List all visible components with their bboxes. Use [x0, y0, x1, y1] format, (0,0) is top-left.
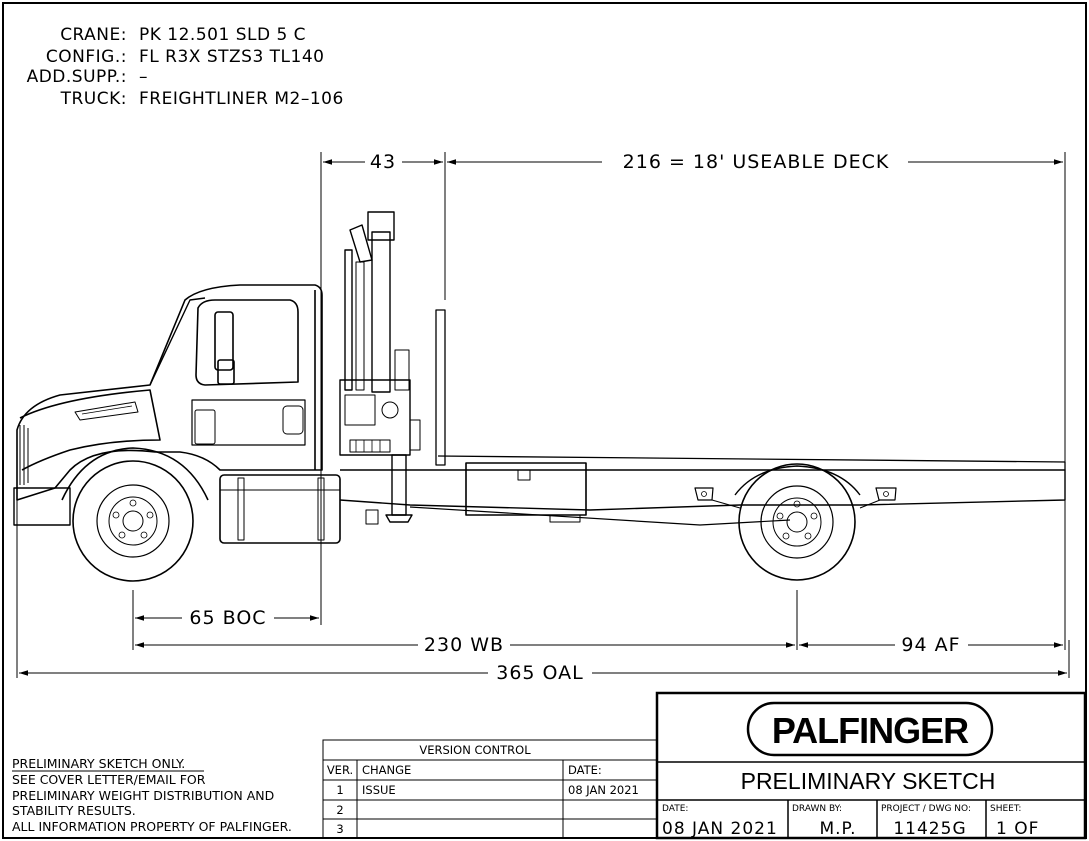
dim-boc: 65 BOC: [189, 607, 266, 629]
front-bumper: [13, 487, 71, 526]
rear-suspension: [694, 487, 897, 509]
title-block-text: PALFINGER PRELIMINARY SKETCH DATE: 08 JA…: [662, 710, 1039, 839]
toolbox: [465, 462, 587, 516]
sheet-label: SHEET:: [990, 804, 1021, 814]
hood-vent: [74, 401, 139, 421]
vc-header-ver: VER.: [327, 763, 353, 777]
cab-outline: [16, 284, 323, 501]
config-value: FL R3X STZS3 TL140: [139, 47, 324, 67]
crane: [339, 211, 421, 525]
vc-row1-ver: 1: [336, 783, 343, 797]
flat-deck: [437, 455, 1066, 470]
sketch-title: PRELIMINARY SKETCH: [741, 768, 996, 794]
header-info: CRANE: PK 12.501 SLD 5 C CONFIG.: FL R3X…: [27, 25, 344, 109]
date-label: DATE:: [662, 804, 688, 814]
notes: PRELIMINARY SKETCH ONLY. SEE COVER LETTE…: [12, 756, 292, 834]
sheet-value: 1 OF: [996, 819, 1039, 839]
drawn-value: M.P.: [819, 819, 856, 839]
note-line-2: SEE COVER LETTER/EMAIL FOR: [12, 772, 206, 787]
rear-wheel: [734, 463, 861, 581]
vc-row1-date: 08 JAN 2021: [568, 783, 639, 797]
cab-window: [195, 299, 299, 386]
crane-base: [339, 379, 411, 456]
truck-value: FREIGHTLINER M2–106: [139, 89, 344, 109]
vc-row3-ver: 3: [336, 822, 343, 836]
palfinger-logo: PALFINGER: [772, 710, 969, 751]
crane-label: CRANE:: [60, 25, 127, 45]
note-line-1: PRELIMINARY SKETCH ONLY.: [12, 756, 185, 771]
note-line-3: PRELIMINARY WEIGHT DISTRIBUTION AND: [12, 788, 274, 803]
hood-panel: [19, 389, 161, 471]
date-value: 08 JAN 2021: [662, 819, 778, 839]
dimension-lines: [16, 152, 1070, 678]
dim-wb: 230 WB: [424, 634, 504, 656]
dim-af: 94 AF: [901, 634, 960, 656]
front-wheel: [61, 447, 209, 582]
note-line-5: ALL INFORMATION PROPERTY OF PALFINGER.: [12, 819, 292, 834]
title-block: [655, 691, 1087, 840]
version-control-text: VERSION CONTROL VER. CHANGE DATE: 1 ISSU…: [327, 743, 639, 836]
vc-header-date: DATE:: [568, 763, 602, 777]
truck-label: TRUCK:: [60, 89, 127, 109]
vc-row1-change: ISSUE: [362, 783, 396, 797]
headboard: [435, 309, 446, 466]
grille: [19, 425, 29, 485]
vc-title: VERSION CONTROL: [419, 743, 531, 757]
config-label: CONFIG.:: [46, 47, 127, 67]
vc-header-change: CHANGE: [362, 763, 411, 777]
crane-column: [371, 231, 391, 393]
dim-crane-space: 43: [370, 151, 396, 173]
fuel-tank: [219, 474, 341, 544]
frame-rail: [339, 469, 1066, 511]
project-label: PROJECT / DWG NO:: [881, 804, 971, 814]
addsupp-label: ADD.SUPP.:: [27, 67, 127, 87]
logo-frame: [746, 701, 994, 757]
drawn-label: DRAWN BY:: [792, 804, 842, 814]
stabilizer-leg: [391, 454, 407, 516]
project-value: 11425G: [893, 819, 966, 839]
vc-row2-ver: 2: [336, 803, 343, 817]
crane-boom-tip: [367, 211, 395, 241]
crane-value: PK 12.501 SLD 5 C: [139, 25, 306, 45]
truck-drawing: [13, 211, 1066, 582]
mirror: [214, 311, 234, 371]
addsupp-value: –: [139, 67, 148, 87]
dim-deck: 216 = 18' USEABLE DECK: [623, 151, 890, 173]
dimension-labels: 43 216 = 18' USEABLE DECK 65 BOC 230 WB …: [189, 151, 960, 684]
dim-oal: 365 OAL: [496, 662, 584, 684]
note-line-4: STABILITY RESULTS.: [12, 803, 136, 818]
cab-door: [191, 399, 306, 446]
